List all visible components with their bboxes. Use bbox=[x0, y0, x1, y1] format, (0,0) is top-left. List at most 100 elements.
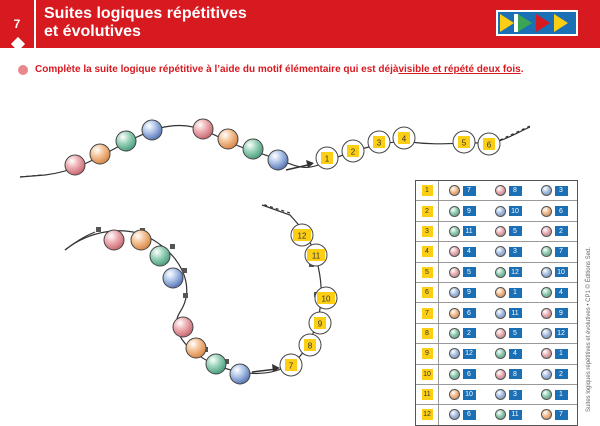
slot-label: 9 bbox=[318, 320, 323, 329]
page-title: Suites logiques répétitives et évolutive… bbox=[44, 5, 247, 41]
bead-icon bbox=[494, 266, 506, 278]
bead-option: 1 bbox=[531, 389, 577, 401]
bead-option: 9 bbox=[531, 307, 577, 319]
bead-option: 3 bbox=[531, 185, 577, 197]
bead-icon bbox=[448, 368, 460, 380]
top-beads bbox=[64, 118, 289, 176]
bead bbox=[172, 316, 194, 338]
bead-option: 7 bbox=[439, 185, 485, 197]
bead-number: 7 bbox=[462, 185, 476, 196]
title-line-2: et évolutives bbox=[44, 23, 141, 40]
bead-icon bbox=[540, 266, 552, 278]
bead-option: 2 bbox=[531, 368, 577, 380]
bead-option: 5 bbox=[439, 266, 485, 278]
bead-number: 2 bbox=[554, 369, 568, 380]
bead-option: 8 bbox=[485, 368, 531, 380]
row-number: 12 bbox=[421, 409, 433, 421]
bead bbox=[242, 138, 264, 160]
slot-label: 6 bbox=[487, 141, 492, 150]
instruction-end: . bbox=[520, 64, 524, 75]
bead-icon bbox=[540, 389, 552, 401]
bead-number: 1 bbox=[554, 348, 568, 359]
row-number: 8 bbox=[421, 327, 433, 339]
bead-icon bbox=[448, 225, 460, 237]
row-number-cell: 12 bbox=[416, 405, 439, 425]
bead-number: 11 bbox=[508, 409, 522, 420]
bead-number: 7 bbox=[554, 409, 568, 420]
slot-label: 8 bbox=[308, 342, 313, 351]
bead-number: 11 bbox=[462, 226, 476, 237]
bead-number: 3 bbox=[554, 185, 568, 196]
bead-number: 10 bbox=[462, 389, 476, 400]
bead-option: 3 bbox=[485, 246, 531, 258]
row-number-cell: 6 bbox=[416, 282, 439, 303]
row-number-cell: 11 bbox=[416, 384, 439, 405]
bead-number: 1 bbox=[508, 287, 522, 298]
row-number: 2 bbox=[421, 205, 433, 217]
bead-number: 4 bbox=[554, 287, 568, 298]
bead-number: 10 bbox=[554, 267, 568, 278]
bead-option: 12 bbox=[531, 327, 577, 339]
bead-icon bbox=[494, 287, 506, 299]
bead-number: 12 bbox=[508, 267, 522, 278]
bead bbox=[229, 363, 251, 385]
bead-icon bbox=[494, 185, 506, 197]
row-number-cell: 7 bbox=[416, 303, 439, 323]
bead-number: 6 bbox=[462, 308, 476, 319]
bead-icon bbox=[540, 225, 552, 237]
bead-icon bbox=[540, 368, 552, 380]
bead bbox=[115, 130, 137, 152]
bead bbox=[192, 118, 214, 140]
slot-label: 10 bbox=[322, 295, 331, 304]
bead-icon bbox=[448, 327, 460, 339]
bead-icon bbox=[494, 409, 506, 421]
bead-number: 6 bbox=[462, 369, 476, 380]
bead-number: 9 bbox=[462, 287, 476, 298]
instruction-underlined: visible et répété deux fois bbox=[398, 64, 521, 75]
instruction-text: Complète la suite logique répétitive à l… bbox=[35, 64, 399, 75]
bullet-icon bbox=[18, 64, 28, 75]
row-number: 9 bbox=[421, 348, 433, 360]
bead-icon bbox=[448, 409, 460, 421]
bead-option: 12 bbox=[485, 266, 531, 278]
bead-icon bbox=[448, 389, 460, 401]
bead-icon bbox=[540, 348, 552, 360]
bottom-beads bbox=[103, 229, 251, 385]
bead-number: 5 bbox=[508, 328, 522, 339]
bead-icon bbox=[448, 266, 460, 278]
bead-icon bbox=[494, 246, 506, 258]
bead-option: 11 bbox=[439, 225, 485, 237]
slot-label: 3 bbox=[377, 139, 382, 148]
row-number-cell: 3 bbox=[416, 221, 439, 242]
bead-number: 12 bbox=[462, 348, 476, 359]
bead-option: 1 bbox=[531, 348, 577, 360]
bead-option: 12 bbox=[439, 348, 485, 360]
bead-option: 4 bbox=[531, 287, 577, 299]
publisher-logo bbox=[496, 10, 578, 36]
bead-number: 8 bbox=[508, 369, 522, 380]
bead bbox=[103, 229, 125, 251]
bead-option: 5 bbox=[485, 327, 531, 339]
bead-icon bbox=[494, 307, 506, 319]
bead-icon bbox=[448, 205, 460, 217]
bottom-answer-slots: 7 8 9 10 11 12 bbox=[279, 223, 338, 377]
bead-icon bbox=[494, 205, 506, 217]
bead-icon bbox=[494, 348, 506, 360]
bead-number: 9 bbox=[554, 308, 568, 319]
row-number-cell: 5 bbox=[416, 262, 439, 282]
bead bbox=[267, 149, 289, 171]
instruction: Complète la suite logique répétitive à l… bbox=[18, 64, 523, 75]
bead-option: 4 bbox=[439, 246, 485, 258]
bead-number: 4 bbox=[508, 348, 522, 359]
row-number: 3 bbox=[421, 225, 433, 237]
bead-number: 3 bbox=[508, 246, 522, 257]
bead-option: 6 bbox=[439, 409, 485, 421]
bead-option: 9 bbox=[439, 205, 485, 217]
bead-option: 7 bbox=[531, 409, 577, 421]
bead-option: 4 bbox=[485, 348, 531, 360]
